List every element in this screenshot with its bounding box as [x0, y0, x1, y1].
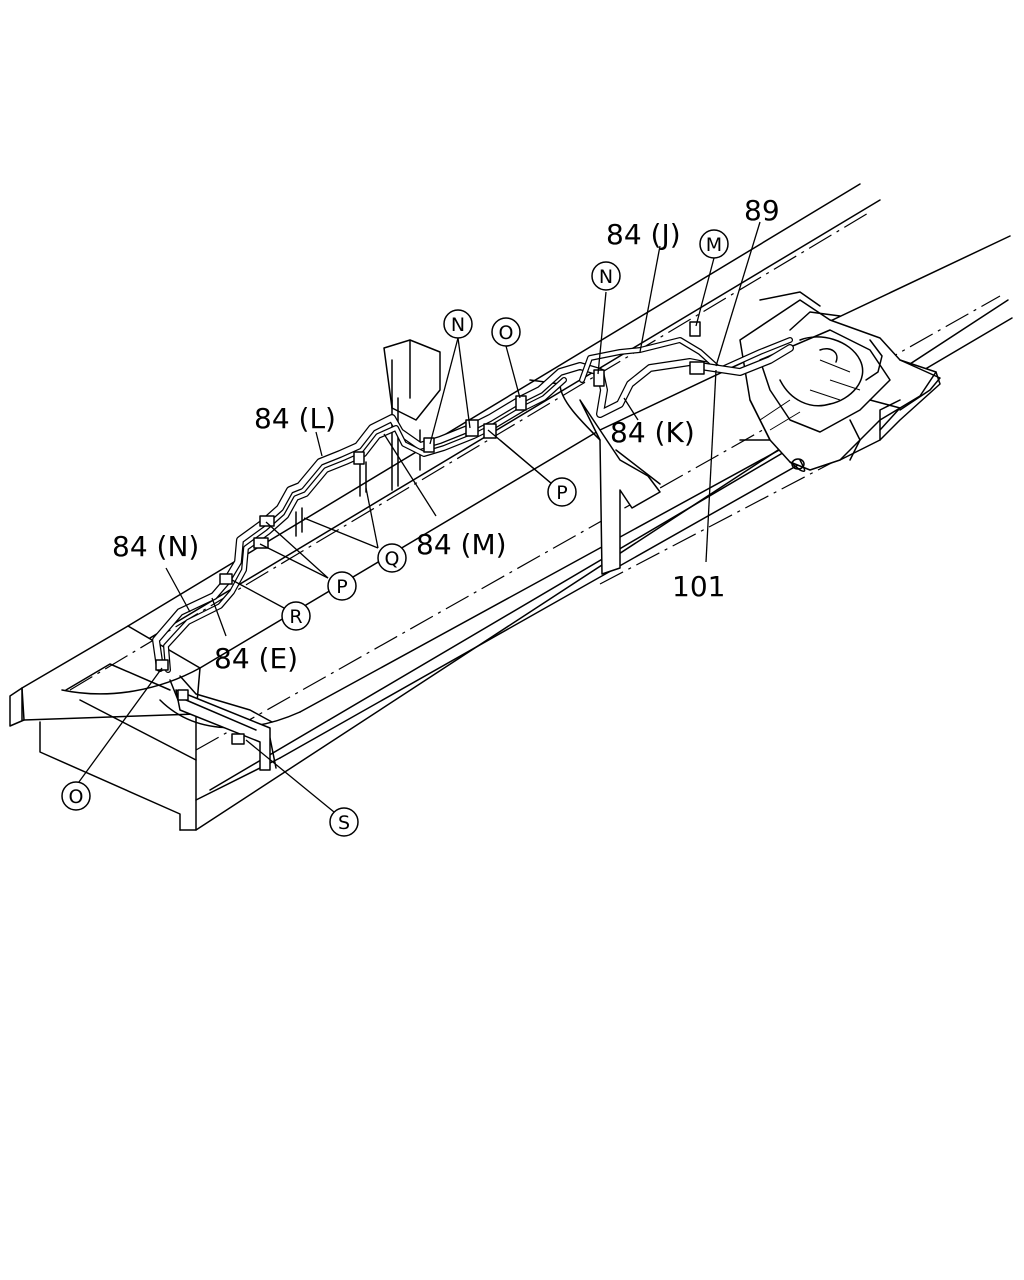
label-84M: 84 (M)	[416, 528, 507, 561]
chassis-frame	[9, 183, 1013, 831]
svg-text:N: N	[599, 266, 613, 288]
svg-text:P: P	[336, 576, 347, 598]
svg-text:O: O	[499, 322, 514, 344]
svg-text:O: O	[69, 786, 84, 808]
circled-markers: N O N M P Q P R	[61, 229, 729, 837]
svg-text:P: P	[556, 482, 567, 504]
svg-text:N: N	[451, 314, 465, 336]
marker-S: S	[329, 807, 359, 837]
label-101: 101	[672, 570, 725, 603]
marker-Q: Q	[377, 543, 407, 573]
svg-text:M: M	[706, 234, 722, 256]
label-89: 89	[744, 194, 780, 227]
marker-N-rear: N	[591, 261, 621, 291]
marker-P-front: P	[327, 571, 357, 601]
label-84J: 84 (J)	[606, 218, 681, 251]
leader-lines	[75, 221, 761, 813]
label-84K: 84 (K)	[610, 416, 695, 449]
label-84L: 84 (L)	[254, 402, 336, 435]
marker-N-center: N	[443, 309, 473, 339]
label-84E: 84 (E)	[214, 642, 298, 675]
marker-R: R	[281, 601, 311, 631]
marker-O-center: O	[491, 317, 521, 347]
marker-O-front: O	[61, 781, 91, 811]
marker-P-center: P	[547, 477, 577, 507]
pipe-clips	[155, 321, 705, 745]
label-84N: 84 (N)	[112, 530, 199, 563]
svg-text:Q: Q	[385, 548, 400, 570]
marker-M: M	[699, 229, 729, 259]
svg-text:R: R	[289, 606, 302, 628]
svg-text:S: S	[338, 812, 350, 834]
part-labels: 84 (L) 84 (J) 89 84 (K) 84 (M) 84 (N) 84…	[112, 194, 780, 675]
rear-axle-assembly	[739, 291, 941, 472]
